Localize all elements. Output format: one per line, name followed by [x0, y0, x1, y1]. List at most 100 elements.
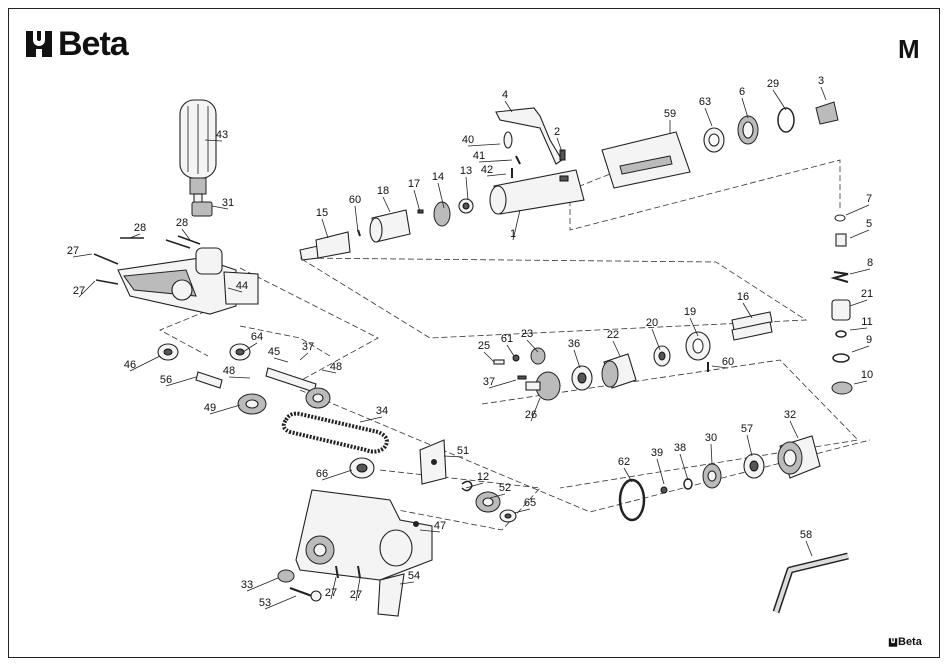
leader-p63	[705, 108, 712, 126]
part-label-p40: 40	[462, 134, 474, 146]
part-label-p31: 31	[222, 197, 234, 209]
part-label-p46: 46	[124, 359, 136, 371]
part-label-p52: 52	[499, 482, 511, 494]
inlet-3	[816, 102, 838, 124]
pin-40-41-42	[504, 132, 520, 178]
shaft-56	[196, 372, 222, 388]
ring-29	[778, 108, 794, 132]
leader-p65	[514, 509, 530, 513]
leader-p12	[466, 483, 483, 488]
leader-p5	[850, 230, 869, 238]
blades-16	[732, 312, 772, 340]
handle-43	[180, 100, 216, 210]
part-label-p28a: 28	[134, 222, 146, 234]
ring-gear-22	[602, 354, 636, 388]
leader-p60a	[355, 206, 358, 232]
part-label-p56: 56	[160, 374, 172, 386]
part-label-p8: 8	[867, 257, 873, 269]
part-label-p21: 21	[861, 288, 873, 300]
part-label-p18: 18	[377, 185, 389, 197]
part-label-p54: 54	[408, 570, 420, 582]
bearing-36	[572, 366, 592, 390]
part-label-p27a: 27	[67, 245, 79, 257]
leader-p21	[850, 300, 867, 306]
part-label-p41: 41	[473, 150, 485, 162]
part-label-p37a: 37	[302, 341, 314, 353]
part-label-p15: 15	[316, 207, 328, 219]
part-label-p66: 66	[316, 468, 328, 480]
leader-p57	[747, 435, 752, 456]
part-label-p20: 20	[646, 317, 658, 329]
end-plate-19	[686, 332, 710, 360]
nut-31	[192, 202, 212, 216]
leader-p20	[652, 329, 660, 350]
part-label-p23: 23	[521, 328, 533, 340]
leader-p3	[821, 87, 826, 100]
pin-25	[494, 360, 504, 364]
part-label-p45: 45	[268, 346, 280, 358]
leader-p18	[383, 197, 390, 212]
cap-10	[832, 382, 852, 394]
washer-38	[684, 479, 692, 489]
nut-6	[738, 116, 758, 144]
part-label-p48b: 48	[330, 361, 342, 373]
leader-p16	[743, 303, 752, 318]
washer-9	[833, 354, 849, 362]
leader-p61	[507, 345, 514, 356]
key-17	[418, 210, 423, 213]
part-label-p30: 30	[705, 432, 717, 444]
sleeve-59	[602, 132, 690, 188]
part-label-p3: 3	[818, 75, 824, 87]
part-label-p42: 42	[481, 164, 493, 176]
part-label-p22: 22	[607, 329, 619, 341]
plate-14	[434, 202, 450, 226]
part-label-p6: 6	[739, 86, 745, 98]
oring-11	[836, 331, 846, 337]
leader-p39	[657, 459, 664, 484]
leader-p25	[484, 352, 494, 362]
leader-p15	[322, 219, 328, 238]
leader-p7	[846, 205, 869, 215]
leader-p36	[574, 350, 580, 368]
part-label-p63: 63	[699, 96, 711, 108]
part-label-p10: 10	[861, 369, 873, 381]
part-label-p29: 29	[767, 78, 779, 90]
part-label-p62: 62	[618, 456, 630, 468]
part-label-p1: 1	[510, 228, 516, 240]
part-label-p49: 49	[204, 402, 216, 414]
screw-53	[290, 588, 321, 601]
guard-47	[296, 490, 432, 580]
part-label-p64: 64	[251, 331, 263, 343]
nut-33	[278, 570, 294, 582]
gear-49	[238, 394, 266, 414]
part-label-p65: 65	[524, 497, 536, 509]
part-label-p28b: 28	[176, 217, 188, 229]
part-label-p60b: 60	[722, 356, 734, 368]
part-label-p17: 17	[408, 178, 420, 190]
bearing-57	[744, 454, 764, 478]
part-label-p51: 51	[457, 445, 469, 457]
spindle-15	[300, 232, 350, 260]
part-label-p43: 43	[216, 129, 228, 141]
leader-p38	[680, 454, 688, 480]
part-label-p34: 34	[376, 405, 388, 417]
gear-52	[476, 492, 500, 512]
bearing-65	[500, 510, 516, 522]
clip-12	[462, 481, 472, 490]
leader-p6	[742, 98, 748, 118]
leader-p45	[274, 358, 288, 362]
spring-8	[834, 272, 848, 282]
part-label-p5: 5	[866, 218, 872, 230]
leader-p23	[527, 340, 538, 352]
bearing-13	[459, 199, 473, 213]
leader-p8	[850, 269, 870, 274]
part-label-p39: 39	[651, 447, 663, 459]
washer-63	[704, 128, 724, 152]
part-label-p16: 16	[737, 291, 749, 303]
pin-60-top	[358, 230, 360, 236]
part-label-p27c: 27	[325, 587, 337, 599]
bearing-20	[654, 346, 670, 366]
part-label-p33: 33	[241, 579, 253, 591]
gear-30	[703, 464, 721, 488]
leader-p13	[466, 177, 468, 200]
